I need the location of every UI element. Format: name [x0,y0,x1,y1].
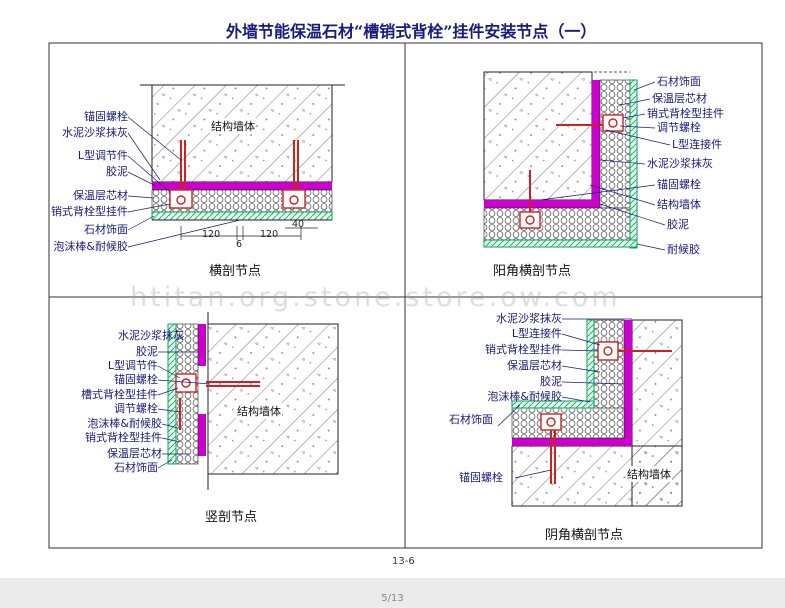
label-insulation-core: 保温层芯材 [652,92,707,105]
page-indicator: 5/13 [381,593,404,604]
label-structural-wall: 结构墙体 [236,403,282,419]
dimension-gap: 6 [236,239,243,250]
label-slot-anchor-hanger: 槽式背栓型挂件 [81,388,158,401]
label-cement-mortar: 水泥沙浆抹灰 [647,157,713,170]
label-adjusting-bolt: 调节螺栓 [114,402,158,415]
label-adhesive: 胶泥 [106,165,128,178]
label-foam-rod-sealant: 泡沫棒&耐候胶 [53,240,128,253]
label-structural-wall: 结构墙体 [210,118,256,134]
label-l-connector: L型连接件 [511,327,562,340]
caption-external-corner: 阳角横剖节点 [493,264,572,279]
label-adhesive: 胶泥 [136,345,158,358]
label-pin-anchor-hanger: 销式背栓型挂件 [485,343,562,356]
label-anchor-bolt: 锚固螺栓 [84,110,128,123]
external-corner-drawing [483,71,671,251]
caption-internal-corner: 阴角横剖节点 [545,528,624,543]
label-stone-facing: 石材饰面 [84,223,128,236]
label-insulation-core: 保温层芯材 [507,359,562,372]
label-cement-mortar: 水泥沙浆抹灰 [118,329,184,342]
label-foam-rod-sealant: 泡沫棒&耐候胶 [87,417,162,430]
label-l-connector: L型连接件 [672,138,723,151]
label-adhesive: 胶泥 [667,218,689,231]
label-l-adjuster: L型调节件 [107,359,158,372]
dimension-bracket: 40 [292,219,305,230]
label-weather-sealant: 耐候胶 [667,243,700,256]
label-structural-wall: 结构墙体 [657,198,701,211]
label-adhesive: 胶泥 [540,375,562,388]
label-cement-mortar: 水泥沙浆抹灰 [62,126,128,139]
label-anchor-bolt: 锚固螺栓 [657,178,701,191]
drawing-title: 外墙节能保温石材“槽销式背栓”挂件安装节点（一） [226,22,597,41]
watermark: htitan.org.stone.store.ow.com [130,282,621,313]
label-stone-facing: 石材饰面 [449,413,493,426]
label-pin-anchor-hanger: 销式背栓型挂件 [85,431,162,444]
label-structural-wall: 结构墙体 [626,466,672,482]
section-horizontal-drawing [127,84,345,248]
label-l-adjuster: L型调节件 [77,149,128,162]
label-anchor-bolt: 锚固螺栓 [114,373,158,386]
drawing-canvas [48,42,763,549]
caption-horizontal-section: 横剖节点 [209,264,262,279]
caption-vertical-section: 竖剖节点 [205,510,258,525]
label-insulation-core: 保温层芯材 [73,189,128,202]
label-stone-facing: 石材饰面 [114,461,158,474]
sheet-number: 13-6 [392,556,415,567]
dimension-right: 120 [260,229,279,240]
vertical-section-drawing [157,312,339,490]
label-pin-anchor-hanger: 销式背栓型挂件 [647,107,724,120]
dimension-left: 120 [202,229,221,240]
label-pin-anchor-hanger: 销式背栓型挂件 [51,205,128,218]
label-foam-rod-sealant: 泡沫棒&耐候胶 [487,390,562,403]
label-adjusting-bolt: 调节螺栓 [657,121,701,134]
label-anchor-bolt: 锚固螺栓 [459,471,503,484]
label-insulation-core: 保温层芯材 [107,447,162,460]
label-cement-mortar: 水泥沙浆抹灰 [496,312,562,325]
drawing-sheet: 外墙节能保温石材“槽销式背栓”挂件安装节点（一） [0,0,785,578]
label-stone-facing: 石材饰面 [657,75,701,88]
